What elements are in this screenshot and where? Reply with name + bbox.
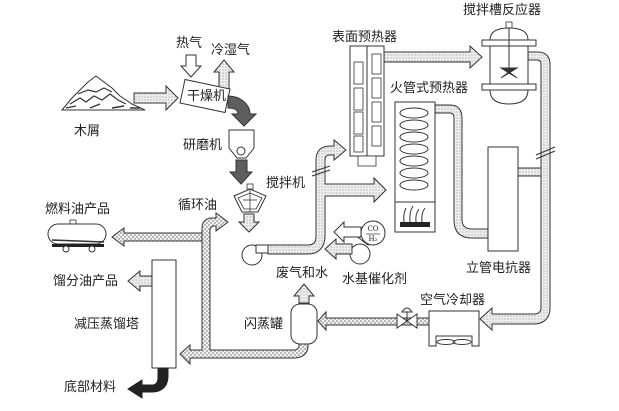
stirred-tank-reactor-icon — [481, 21, 537, 105]
preheater-to-reactor-arrow — [383, 44, 483, 70]
dryer-to-grinder-arrow — [227, 95, 258, 127]
pipe-break-mark — [535, 146, 556, 156]
hot-air-arrow — [179, 54, 203, 78]
flash-tank-icon — [290, 303, 318, 345]
to-fuel-oil-pipe — [111, 227, 203, 247]
surface-preheater-icon — [349, 45, 385, 167]
label-firetube-preheater: 火管式预热器 — [390, 81, 469, 96]
label-bottoms: 底部材料 — [64, 380, 117, 395]
label-air-cooler: 空气冷却器 — [420, 293, 486, 308]
catalyst-to-process-arrow — [324, 237, 353, 261]
vertical-tube-reactor-icon — [487, 146, 519, 252]
cooler-to-flash-pipe — [317, 310, 430, 332]
label-distillate-product: 馏分油产品 — [53, 274, 119, 289]
label-fuel-oil-product: 燃料油产品 — [45, 202, 111, 217]
pipe-break-mark — [535, 150, 556, 160]
distillate-arrow — [127, 269, 153, 293]
label-dryer: 干燥机 — [187, 89, 227, 104]
label-recycle-oil: 循环油 — [178, 198, 218, 213]
firetube-to-reactor-pipe — [434, 104, 489, 239]
h2-label: H₂ — [369, 235, 378, 243]
co-h2-source-icon: CO H₂ — [360, 220, 386, 246]
sawdust-pile-icon — [60, 75, 146, 111]
vertical-reactor-branch-pipe — [517, 167, 542, 177]
reactor-outlet-pipe — [479, 51, 551, 332]
label-flash-tank: 闪蒸罐 — [244, 317, 284, 332]
cold-humid-air-arrow — [212, 59, 236, 91]
vacuum-column-icon — [151, 259, 177, 369]
air-cooler-icon — [428, 310, 480, 347]
grinder-to-mixer-arrow — [228, 159, 254, 185]
valve-icon — [396, 307, 418, 329]
bottoms-arrow — [127, 367, 169, 399]
firetube-preheater-icon — [394, 101, 436, 233]
label-grinder: 研磨机 — [183, 138, 223, 153]
flash-to-column-pipe — [179, 212, 309, 366]
mixer-to-pump-arrow — [237, 213, 261, 233]
co-h2-to-process-arrow — [333, 220, 362, 244]
fuel-oil-tank-icon — [47, 219, 107, 253]
label-sawdust: 木屑 — [74, 124, 101, 139]
label-water-catalyst: 水基催化剂 — [342, 272, 408, 287]
label-exhaust-water: 废气和水 — [276, 266, 329, 281]
dryer-box — [179, 78, 231, 114]
catalyst-pump-icon — [349, 243, 371, 265]
feed-line-pipe — [267, 138, 387, 255]
label-cold-humid-air: 冷湿气 — [211, 43, 251, 58]
label-surface-preheater: 表面预热器 — [332, 30, 398, 45]
label-hot-air: 热气 — [176, 36, 203, 51]
label-mixer: 搅拌机 — [266, 176, 306, 191]
mixer-icon — [233, 183, 267, 213]
feed-pump-icon — [241, 244, 269, 266]
grinder-icon — [228, 129, 255, 159]
exhaust-arrow — [292, 283, 316, 304]
co-label: CO — [367, 225, 378, 233]
pipe-break-mark — [311, 165, 331, 173]
sawdust-to-dryer-arrow — [133, 84, 179, 112]
pipe-break-mark — [311, 169, 331, 177]
label-vacuum-column: 减压蒸馏塔 — [74, 317, 140, 332]
label-stirred-tank-reactor: 搅拌槽反应器 — [463, 3, 542, 18]
label-vertical-tube-reactor: 立管电抗器 — [466, 261, 532, 276]
